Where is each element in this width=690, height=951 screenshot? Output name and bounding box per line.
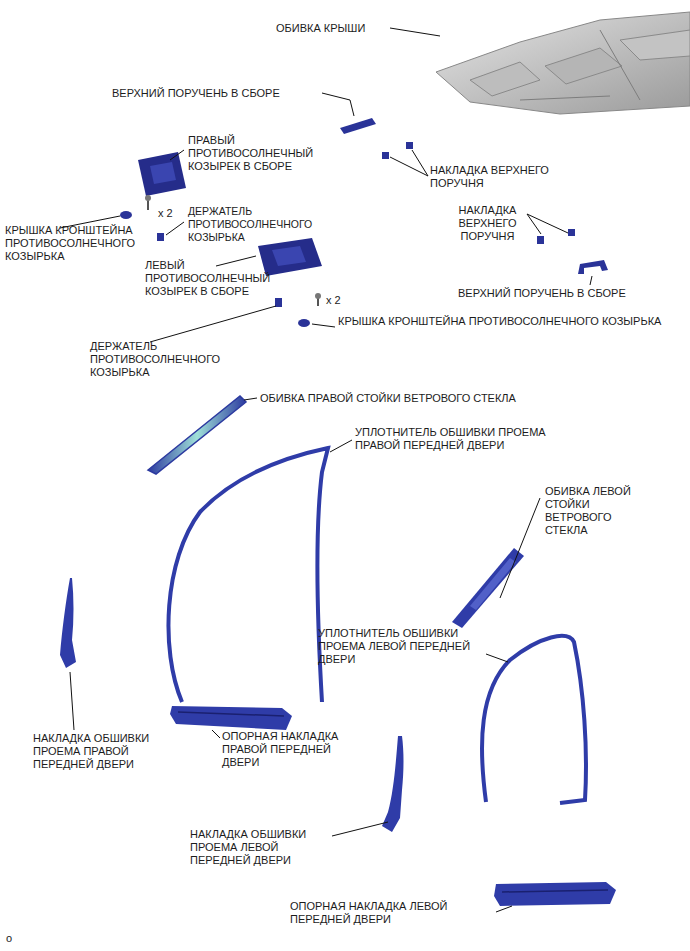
part-label: ОБИВКА ЛЕВОЙ СТОЙКИ ВЕТРОВОГО СТЕКЛА [545,485,640,537]
part-label: ВЕРХНИЙ ПОРУЧЕНЬ В СБОРЕ [458,287,683,300]
leader-lines [60,28,592,912]
part-label: x 2 [326,294,356,307]
part-label: КРЫШКА КРОНШТЕЙНА ПРОТИВОСОЛНЕЧНОГО КОЗЫ… [5,224,140,263]
part-label: УПЛОТНИТЕЛЬ ОБШИВКИ ПРОЕМА ЛЕВОЙ ПЕРЕДНЕ… [318,627,488,666]
part-label: НАКЛАДКА ВЕРХНЕГО ПОРУЧНЯ [430,164,570,190]
part-label: ДЕРЖАТЕЛЬ ПРОТИВОСОЛНЕЧНОГО КОЗЫРЬКА [90,340,215,379]
part-label: ОПОРНАЯ НАКЛАДКА ЛЕВОЙ ПЕРЕДНЕЙ ДВЕРИ [290,900,480,926]
part-label: ОПОРНАЯ НАКЛАДКА ПРАВОЙ ПЕРЕДНЕЙ ДВЕРИ [222,730,362,769]
part-label: ОБИВКА ПРАВОЙ СТОЙКИ ВЕТРОВОГО СТЕКЛА [260,392,545,405]
part-label: ПРАВЫЙ ПРОТИВОСОЛНЕЧНЫЙ КОЗЫРЕК В СБОРЕ [188,134,323,173]
part-label: ЛЕВЫЙ ПРОТИВОСОЛНЕЧНЫЙ КОЗЫРЕК В СБОРЕ [145,259,275,298]
part-label: o [6,932,26,945]
part-label: x 2 [158,207,188,220]
part-label: ВЕРХНИЙ ПОРУЧЕНЬ В СБОРЕ [112,87,327,100]
part-label: НАКЛАДКА ОБШИВКИ ПРОЕМА ПРАВОЙ ПЕРЕДНЕЙ … [33,732,173,771]
part-label: УПЛОТНИТЕЛЬ ОБШИВКИ ПРОЕМА ПРАВОЙ ПЕРЕДН… [355,426,550,452]
part-label: ОБИВКА КРЫШИ [276,22,406,35]
part-label: НАКЛАДКА ВЕРХНЕГО ПОРУЧНЯ [445,204,530,243]
part-label: КРЫШКА КРОНШТЕЙНА ПРОТИВОСОЛНЕЧНОГО КОЗЫ… [338,315,673,328]
part-label: ДЕРЖАТЕЛЬ ПРОТИВОСОЛНЕЧНОГО КОЗЫРЬКА [188,205,313,244]
part-label: НАКЛАДКА ОБШИВКИ ПРОЕМА ЛЕВОЙ ПЕРЕДНЕЙ Д… [190,828,330,867]
